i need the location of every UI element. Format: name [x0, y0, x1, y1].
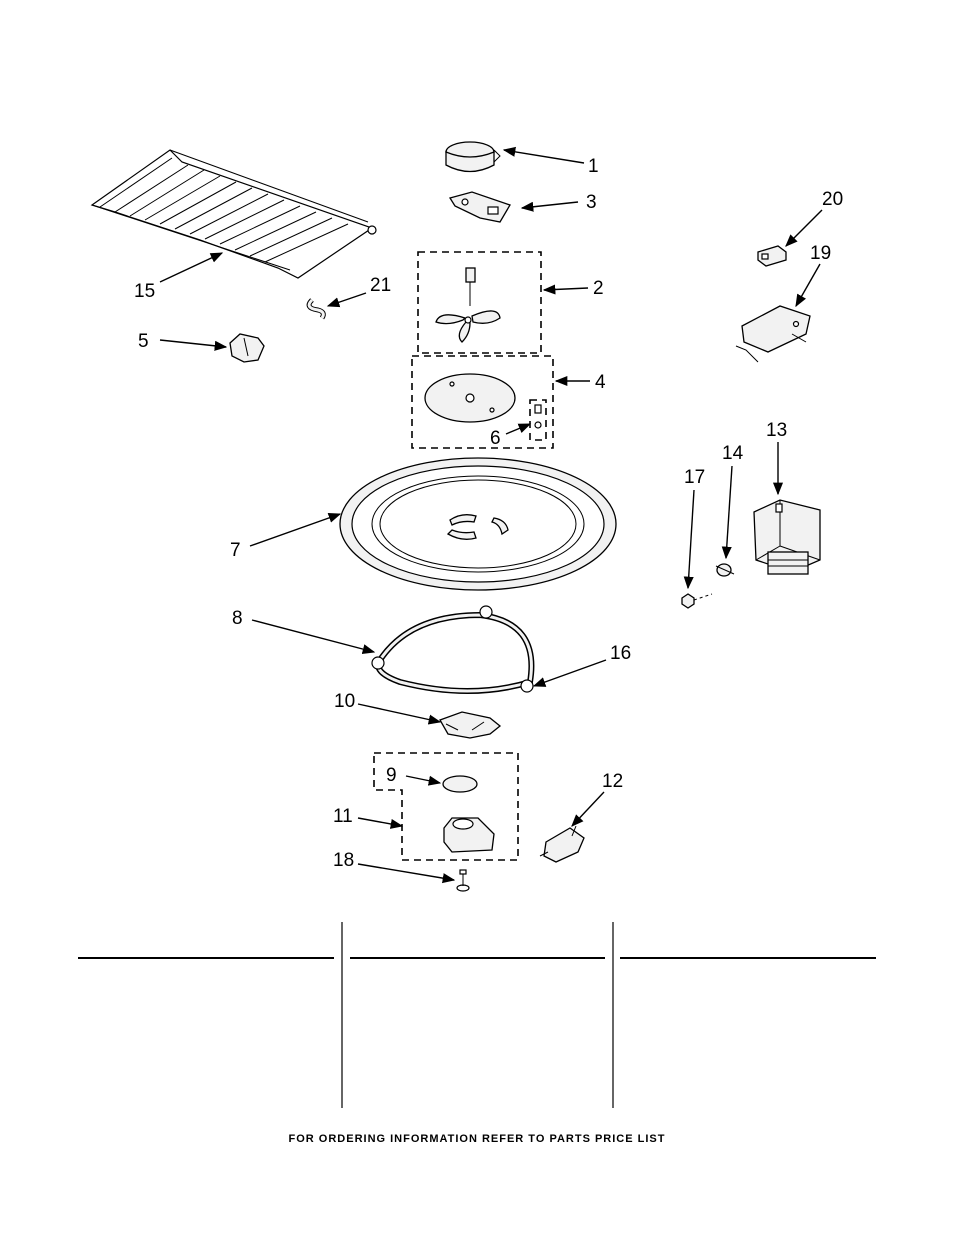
svg-text:17: 17	[684, 467, 705, 488]
switch-part	[539, 825, 585, 863]
svg-text:16: 16	[610, 643, 631, 664]
stirrer-fan-part	[435, 267, 501, 343]
callout-9: 9	[386, 765, 442, 786]
svg-text:18: 18	[333, 850, 354, 871]
screw-part	[456, 869, 470, 892]
svg-text:21: 21	[370, 275, 391, 296]
turntable-motor-part	[442, 775, 495, 853]
wire-rack-part	[90, 149, 377, 279]
motor-part	[445, 141, 501, 173]
stirrer-plate-part	[424, 373, 547, 441]
callout-3: 3	[520, 192, 597, 213]
callout-6: 6	[490, 423, 532, 449]
svg-text:6: 6	[490, 428, 501, 449]
svg-text:5: 5	[138, 331, 149, 352]
svg-text:8: 8	[232, 608, 243, 629]
svg-text:12: 12	[602, 771, 623, 792]
callout-14: 14	[721, 443, 744, 560]
bracket-part	[448, 191, 511, 223]
callout-5: 5	[138, 331, 228, 352]
hose-part	[306, 298, 326, 320]
svg-text:15: 15	[134, 281, 155, 302]
mount-bracket-part	[735, 305, 811, 363]
svg-text:20: 20	[822, 189, 843, 210]
switch-block-part	[757, 245, 787, 267]
callout-20: 20	[785, 189, 843, 247]
svg-text:2: 2	[593, 278, 604, 299]
callout-21: 21	[326, 275, 391, 308]
turntable-tray-part	[339, 457, 617, 591]
callout-18: 18	[333, 850, 456, 884]
svg-text:7: 7	[230, 540, 241, 561]
callout-10: 10	[334, 691, 442, 725]
roller-ring-part	[371, 605, 535, 694]
magnetron-part	[753, 499, 821, 575]
svg-text:19: 19	[810, 243, 831, 264]
callout-16: 16	[532, 643, 631, 687]
bolt-part	[681, 593, 713, 609]
ordering-info-note: FOR ORDERING INFORMATION REFER TO PARTS …	[288, 1133, 666, 1145]
svg-text:9: 9	[386, 765, 397, 786]
callout-12: 12	[571, 771, 623, 827]
callout-13: 13	[766, 420, 787, 496]
clip-part	[229, 333, 265, 363]
svg-text:11: 11	[333, 806, 353, 827]
callout-8: 8	[232, 608, 376, 654]
callout-15: 15	[134, 252, 224, 302]
callout-1: 1	[502, 146, 599, 177]
assembly-box-6	[529, 399, 547, 441]
svg-text:13: 13	[766, 420, 787, 441]
svg-text:4: 4	[595, 372, 606, 393]
callout-11: 11	[333, 806, 404, 829]
callout-4: 4	[554, 372, 606, 393]
callout-17: 17	[683, 467, 705, 590]
callout-2: 2	[542, 278, 604, 299]
svg-text:3: 3	[586, 192, 597, 213]
callout-7: 7	[230, 513, 342, 561]
assembly-box-2	[417, 251, 542, 354]
parts-table-frame	[78, 922, 876, 1108]
svg-text:14: 14	[722, 443, 744, 464]
assembly-box-4	[411, 355, 554, 449]
assembly-box-11	[373, 752, 519, 861]
coupler-part	[439, 711, 502, 739]
svg-text:1: 1	[588, 156, 599, 177]
svg-text:10: 10	[334, 691, 355, 712]
thermostat-part	[715, 563, 735, 577]
callout-19: 19	[795, 243, 831, 308]
